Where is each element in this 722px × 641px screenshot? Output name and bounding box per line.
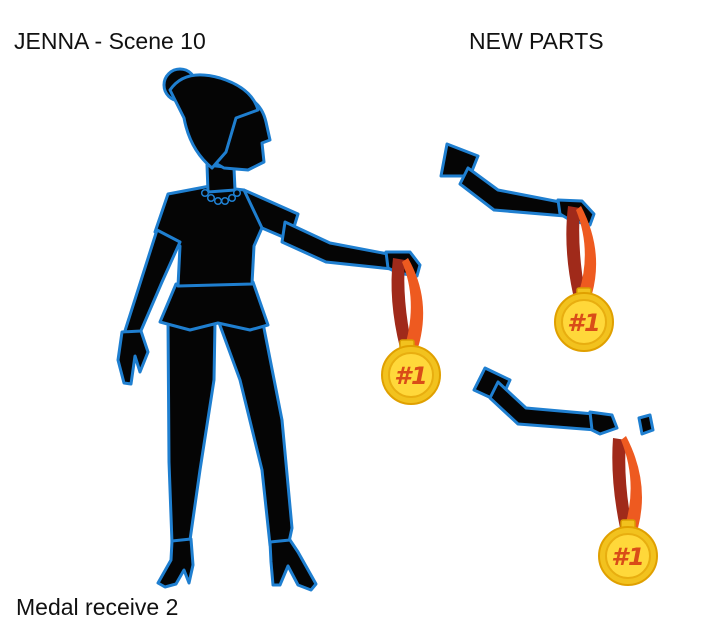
character-silhouette — [116, 67, 422, 592]
part2-arm — [488, 380, 598, 432]
part1-medal-label: #1 — [567, 309, 600, 337]
character-leg-left — [166, 318, 217, 545]
character-leg-right — [216, 316, 294, 547]
new-parts-heading: NEW PARTS — [469, 28, 604, 54]
character-peplum — [158, 280, 270, 332]
medal-held: #1 — [381, 258, 441, 405]
new-part-arm-2: #1 — [472, 366, 658, 586]
part1-arm — [458, 166, 567, 218]
part2-fingertips — [637, 413, 655, 436]
scene-caption: Medal receive 2 — [16, 594, 179, 620]
character-necklace — [200, 188, 242, 206]
character-shoe-right — [268, 538, 318, 592]
medal-ribbon-right — [402, 258, 424, 348]
part2-medal-label: #1 — [611, 543, 644, 571]
character-hand-left — [116, 329, 150, 386]
part2-hand — [588, 410, 619, 436]
scene-title: JENNA - Scene 10 — [14, 28, 206, 54]
character-arm-right — [280, 220, 394, 271]
medal-held-label: #1 — [394, 362, 427, 390]
character-shoe-left — [156, 537, 195, 589]
new-part-arm-1: #1 — [439, 142, 614, 352]
character-hair — [168, 73, 260, 170]
medal-ribbon-left — [391, 258, 412, 348]
character-arm-left — [122, 228, 182, 336]
